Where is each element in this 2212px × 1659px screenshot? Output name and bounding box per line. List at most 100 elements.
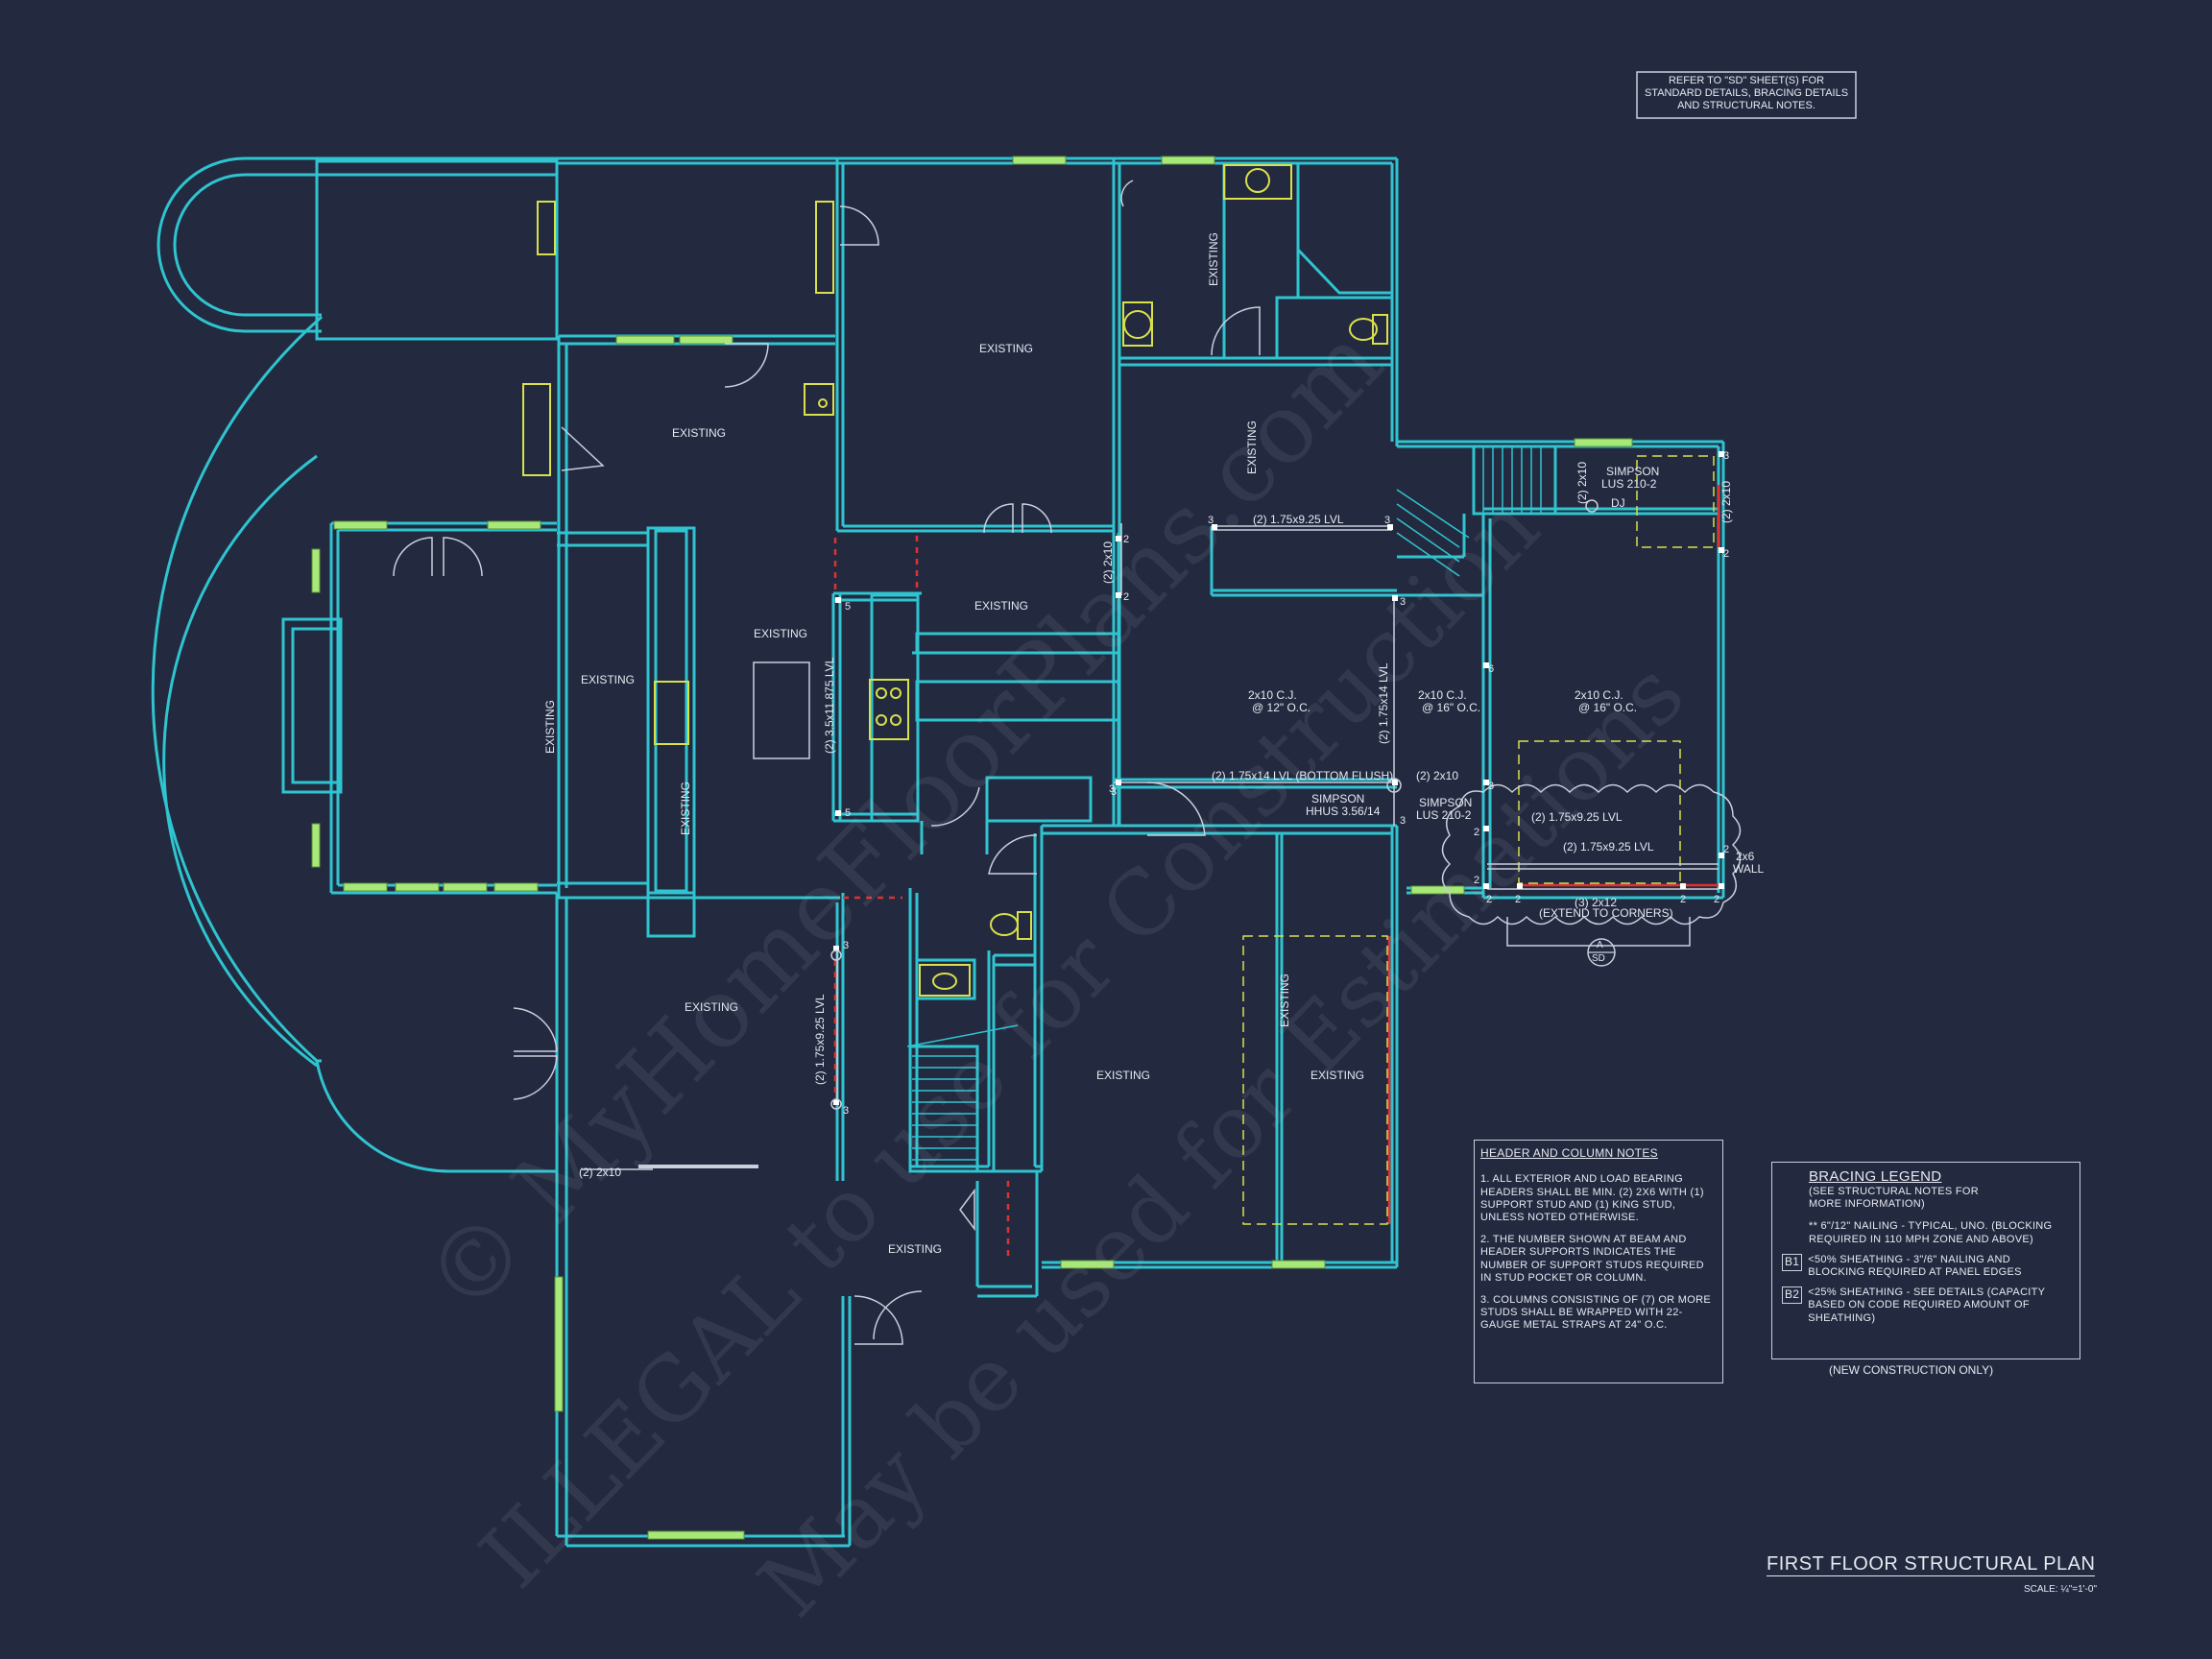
beam-label: (2) 3.5x11.875 LVL <box>823 657 836 754</box>
stud-count: 2 <box>1123 534 1129 545</box>
room-label: EXISTING <box>1207 232 1220 286</box>
notes-title: HEADER AND COLUMN NOTES <box>1480 1146 1658 1160</box>
stud-count: 3 <box>1109 783 1115 795</box>
section-label: A <box>1597 940 1603 950</box>
legend-row-b1: B1 <50% SHEATHING - 3"/6" NAILING AND BL… <box>1782 1253 2070 1279</box>
room-label: EXISTING <box>979 342 1033 355</box>
beam-label: (2) 2x10 <box>1101 541 1115 584</box>
b1-tag: B1 <box>1782 1253 1803 1271</box>
room-label: EXISTING <box>1245 421 1259 474</box>
connector-label: DJ <box>1611 496 1625 510</box>
joist-label: 2x10 C.J. <box>1418 688 1467 702</box>
note-2: 2. THE NUMBER SHOWN AT BEAM AND HEADER S… <box>1480 1234 1704 1284</box>
beam-label: (EXTEND TO CORNERS) <box>1539 906 1673 920</box>
beams <box>581 523 1719 1170</box>
room-label: EXISTING <box>685 1000 738 1014</box>
wall-label: 2x6 <box>1736 850 1755 863</box>
joist-label: 2x10 C.J. <box>1248 688 1297 702</box>
stud-count: 3 <box>1400 596 1406 608</box>
refer-note: REFER TO "SD" SHEET(S) FOR STANDARD DETA… <box>1644 75 1849 111</box>
room-label: EXISTING <box>974 599 1028 613</box>
stud-count: 2 <box>1680 894 1686 905</box>
note-3: 3. COLUMNS CONSISTING OF (7) OR MORE STU… <box>1480 1293 1711 1332</box>
stud-count: 2 <box>1723 548 1729 560</box>
stud-count: 3 <box>843 1105 849 1117</box>
section-label: SD <box>1592 953 1605 964</box>
stud-count: 6 <box>1488 663 1494 675</box>
stud-count: 2 <box>1474 875 1479 886</box>
dashed-zones <box>1242 455 1715 1225</box>
stud-count: 3 <box>1384 515 1390 526</box>
room-label: EXISTING <box>888 1242 942 1256</box>
connector-label: HHUS 3.56/14 <box>1306 805 1381 818</box>
room-label: EXISTING <box>754 627 807 640</box>
joist-label: @ 12" O.C. <box>1252 701 1310 714</box>
beam-label: (2) 1.75x9.25 LVL <box>1563 840 1654 854</box>
stud-count: 2 <box>1714 894 1719 905</box>
room-label: EXISTING <box>581 673 635 686</box>
beam-label: (2) 1.75x9.25 LVL <box>1531 810 1623 824</box>
revision-cloud <box>1441 783 1742 926</box>
refer-note-frame <box>1636 71 1857 119</box>
connector-label: LUS 210-2 <box>1416 808 1472 822</box>
b1-text: <50% SHEATHING - 3"/6" NAILING AND BLOCK… <box>1808 1253 2022 1278</box>
legend-line-0: ** 6"/12" NAILING - TYPICAL, UNO. (BLOCK… <box>1809 1220 2053 1245</box>
beam-label: (2) 1.75x14 LVL (BOTTOM FLUSH) <box>1212 769 1393 782</box>
stud-count: 2 <box>1474 827 1479 838</box>
stud-markers <box>833 451 1724 1105</box>
stud-count: 3 <box>1400 815 1406 827</box>
beam-label: (3) 2x12 <box>1575 896 1617 909</box>
beam-label: (2) 2x10 <box>1719 481 1733 523</box>
b2-tag: B2 <box>1782 1286 1803 1305</box>
connector-label: SIMPSON <box>1606 465 1659 478</box>
joist-label: @ 16" O.C. <box>1578 701 1637 714</box>
beam-label: (2) 1.75x9.25 LVL <box>813 994 827 1085</box>
stud-count: 3 <box>843 940 849 951</box>
beam-label: (2) 2x10 <box>1575 462 1589 504</box>
stud-count: 3 <box>1208 515 1214 526</box>
stud-count: 5 <box>845 601 851 613</box>
beam-label: (2) 1.75x9.25 LVL <box>1253 513 1344 526</box>
stud-count: 3 <box>1488 781 1494 792</box>
beam-label: (2) 1.75x14 LVL <box>1377 662 1390 744</box>
header-column-notes: HEADER AND COLUMN NOTES 1. ALL EXTERIOR … <box>1474 1140 1723 1383</box>
stud-count: 2 <box>1723 844 1729 855</box>
room-label: EXISTING <box>1096 1069 1150 1082</box>
room-label: EXISTING <box>679 781 692 835</box>
plumbing-fixtures <box>522 164 1388 997</box>
room-label: EXISTING <box>672 426 726 440</box>
stud-count: 2 <box>1123 591 1129 603</box>
windows <box>311 156 1633 1540</box>
legend-title: BRACING LEGEND <box>1809 1168 1942 1185</box>
joist-label: @ 16" O.C. <box>1422 701 1480 714</box>
drawing-title: FIRST FLOOR STRUCTURAL PLAN <box>1767 1553 2096 1576</box>
drawing-scale: SCALE: ¼"=1'-0" <box>2024 1584 2097 1595</box>
stud-count: 5 <box>845 807 851 819</box>
note-1: 1. ALL EXTERIOR AND LOAD BEARING HEADERS… <box>1480 1173 1704 1223</box>
beam-label: (2) 2x10 <box>579 1166 621 1179</box>
wall-label: WALL <box>1733 862 1765 876</box>
curved-wall-top <box>156 156 557 333</box>
joist-label: 2x10 C.J. <box>1575 688 1623 702</box>
b2-text: <25% SHEATHING - SEE DETAILS (CAPACITY B… <box>1808 1286 2046 1324</box>
legend-row-b2: B2 <25% SHEATHING - SEE DETAILS (CAPACIT… <box>1782 1286 2070 1325</box>
connector-label: LUS 210-2 <box>1601 477 1657 491</box>
beam-label: (2) 2x10 <box>1416 769 1458 782</box>
room-top-left <box>315 159 559 341</box>
bracing-legend: BRACING LEGEND (SEE STRUCTURAL NOTES FOR… <box>1771 1162 2080 1359</box>
stud-count: 2 <box>1515 894 1521 905</box>
walls <box>151 156 1725 1548</box>
connector-label: SIMPSON <box>1311 792 1364 805</box>
room-label: EXISTING <box>1278 974 1291 1027</box>
detail-callout-line <box>1506 917 1691 947</box>
room-label: EXISTING <box>543 700 557 754</box>
connector-label: SIMPSON <box>1419 796 1472 809</box>
door-swings <box>393 180 1261 1345</box>
stud-count: 3 <box>1723 450 1729 462</box>
room-label: EXISTING <box>1310 1069 1364 1082</box>
legend-sub: (SEE STRUCTURAL NOTES FOR MORE INFORMATI… <box>1809 1186 1979 1211</box>
stud-count: 3 <box>1111 786 1117 798</box>
legend-footer: (NEW CONSTRUCTION ONLY) <box>1829 1363 1994 1377</box>
plan-labels: EXISTING EXISTING EXISTING EXISTING EXIS… <box>543 232 1765 1256</box>
